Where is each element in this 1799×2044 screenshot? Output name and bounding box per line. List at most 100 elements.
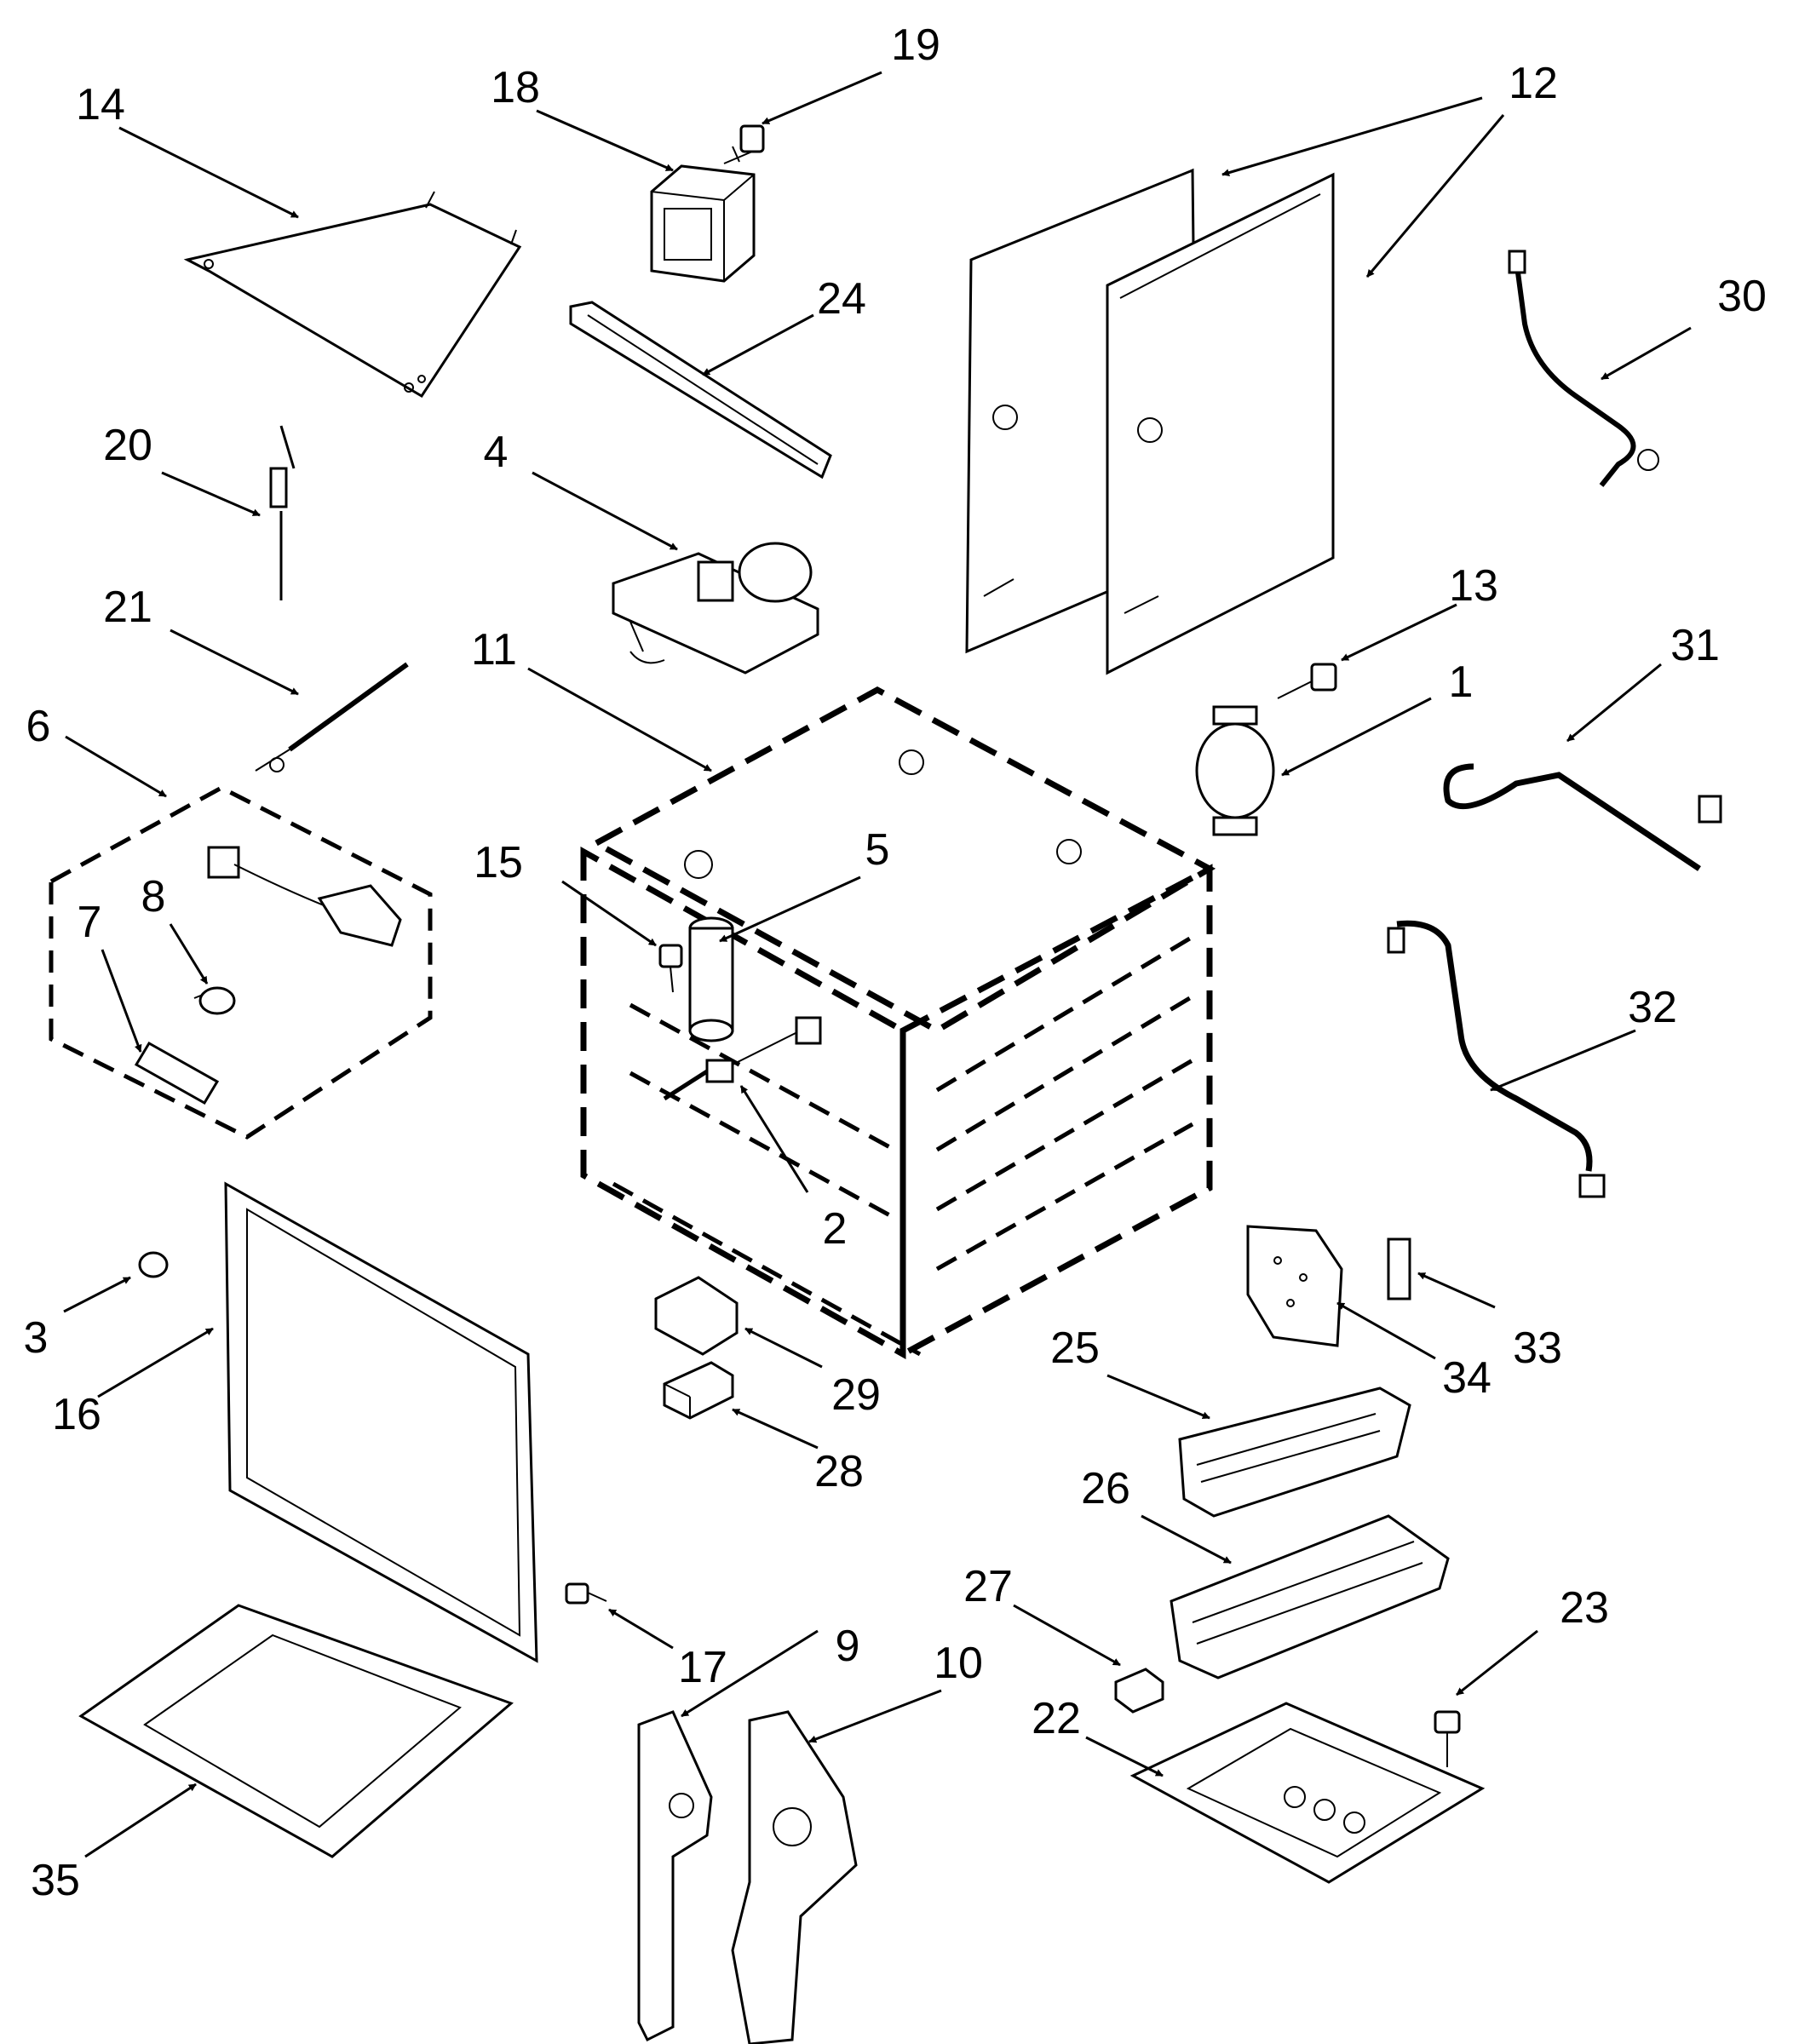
callout-3: 3 bbox=[24, 1313, 49, 1363]
leader-11 bbox=[527, 667, 712, 772]
leader-6 bbox=[65, 735, 167, 798]
leader-12a bbox=[1221, 96, 1483, 177]
callout-labels: 1 2 3 4 5 6 7 8 9 10 11 12 13 14 15 16 1… bbox=[24, 20, 1767, 1905]
part-18-bracket bbox=[650, 164, 756, 283]
leader-35 bbox=[84, 1783, 197, 1858]
part-20-probe bbox=[269, 425, 296, 600]
part-33-clip bbox=[1387, 1237, 1411, 1300]
leader-18 bbox=[536, 109, 674, 172]
leader-21 bbox=[170, 629, 299, 696]
part-8-bulb bbox=[193, 986, 236, 1015]
part-1-thermostat bbox=[1195, 705, 1275, 836]
part-2-igniter bbox=[663, 1016, 822, 1101]
part-34-plate bbox=[1246, 1225, 1343, 1347]
callout-29: 29 bbox=[831, 1370, 881, 1420]
callout-16: 16 bbox=[52, 1390, 101, 1439]
part-26-burner bbox=[1170, 1514, 1450, 1679]
leader-34 bbox=[1336, 1301, 1436, 1360]
part-27-bracket bbox=[1114, 1668, 1164, 1714]
leader-30 bbox=[1601, 326, 1692, 381]
callout-22: 22 bbox=[1032, 1694, 1081, 1743]
callout-12: 12 bbox=[1509, 59, 1558, 108]
callout-23: 23 bbox=[1560, 1583, 1609, 1633]
part-31-tube bbox=[1443, 763, 1722, 871]
leader-15 bbox=[561, 880, 657, 947]
part-5-canister bbox=[688, 916, 734, 1042]
leader-16 bbox=[97, 1327, 214, 1398]
part-4-latch bbox=[612, 542, 819, 675]
callout-15: 15 bbox=[474, 838, 523, 887]
part-23-screw bbox=[1434, 1710, 1461, 1767]
leader-31 bbox=[1566, 663, 1662, 743]
leader-17 bbox=[608, 1608, 674, 1650]
leader-7 bbox=[101, 949, 142, 1053]
callout-35: 35 bbox=[31, 1856, 80, 1905]
part-24-channel bbox=[569, 301, 832, 479]
part-25-burner bbox=[1178, 1387, 1411, 1518]
leader-25 bbox=[1106, 1374, 1210, 1420]
part-21-sensor bbox=[255, 662, 409, 772]
callout-19: 19 bbox=[891, 20, 940, 70]
callout-25: 25 bbox=[1050, 1323, 1100, 1373]
part-29-bracket bbox=[654, 1276, 739, 1356]
part-10-hinge bbox=[731, 1710, 858, 2044]
callout-5: 5 bbox=[865, 825, 890, 875]
callout-30: 30 bbox=[1717, 272, 1767, 321]
callout-1: 1 bbox=[1449, 657, 1474, 707]
callout-18: 18 bbox=[491, 63, 540, 112]
part-30-tube bbox=[1508, 250, 1659, 487]
callout-11: 11 bbox=[471, 625, 517, 675]
leader-22 bbox=[1085, 1736, 1164, 1777]
callout-6: 6 bbox=[26, 702, 51, 751]
part-22-pan bbox=[1129, 1702, 1486, 1884]
callout-20: 20 bbox=[103, 421, 152, 470]
callout-10: 10 bbox=[934, 1639, 983, 1688]
callout-26: 26 bbox=[1081, 1464, 1130, 1513]
leader-24 bbox=[702, 313, 814, 376]
part-35-panel bbox=[78, 1604, 514, 1858]
part-7-lens bbox=[134, 1041, 220, 1105]
leader-28 bbox=[732, 1408, 819, 1450]
callout-21: 21 bbox=[103, 583, 152, 632]
callout-31: 31 bbox=[1670, 621, 1720, 670]
leader-5 bbox=[719, 876, 861, 943]
leader-19 bbox=[762, 71, 882, 125]
leader-8 bbox=[169, 923, 209, 985]
callout-2: 2 bbox=[823, 1204, 848, 1254]
part-3-bumper bbox=[138, 1251, 169, 1278]
leader-33 bbox=[1417, 1272, 1496, 1309]
part-13-screw bbox=[1277, 663, 1337, 699]
part-32-tube bbox=[1387, 920, 1606, 1198]
callout-24: 24 bbox=[817, 274, 866, 324]
callout-33: 33 bbox=[1513, 1323, 1562, 1373]
leader-27 bbox=[1013, 1604, 1121, 1667]
leader-26 bbox=[1141, 1514, 1232, 1565]
part-11-oven-cavity bbox=[580, 686, 1216, 1359]
leader-3 bbox=[63, 1276, 131, 1313]
part-15-screw bbox=[658, 944, 683, 993]
part-14-plate bbox=[183, 191, 522, 399]
leader-9 bbox=[681, 1629, 819, 1718]
callout-7: 7 bbox=[78, 898, 102, 947]
callout-28: 28 bbox=[814, 1447, 864, 1496]
callout-14: 14 bbox=[76, 80, 125, 129]
callout-34: 34 bbox=[1442, 1353, 1492, 1403]
part-19-screw bbox=[723, 124, 765, 164]
part-6-light-kit-outline bbox=[49, 785, 433, 1140]
leader-10 bbox=[808, 1689, 942, 1743]
leader-lines bbox=[63, 71, 1692, 1858]
callout-32: 32 bbox=[1628, 983, 1677, 1032]
leader-12b bbox=[1365, 114, 1505, 278]
part-17-screw bbox=[565, 1582, 607, 1605]
callout-13: 13 bbox=[1449, 561, 1498, 611]
callout-17: 17 bbox=[678, 1643, 727, 1692]
part-6-light-socket bbox=[207, 846, 402, 947]
leader-2 bbox=[739, 1085, 809, 1193]
leader-23 bbox=[1456, 1629, 1538, 1697]
callout-9: 9 bbox=[836, 1622, 860, 1671]
leader-29 bbox=[744, 1327, 823, 1369]
callout-4: 4 bbox=[484, 428, 509, 477]
part-16-front-frame bbox=[224, 1181, 538, 1663]
part-12-side-panels bbox=[965, 168, 1335, 675]
